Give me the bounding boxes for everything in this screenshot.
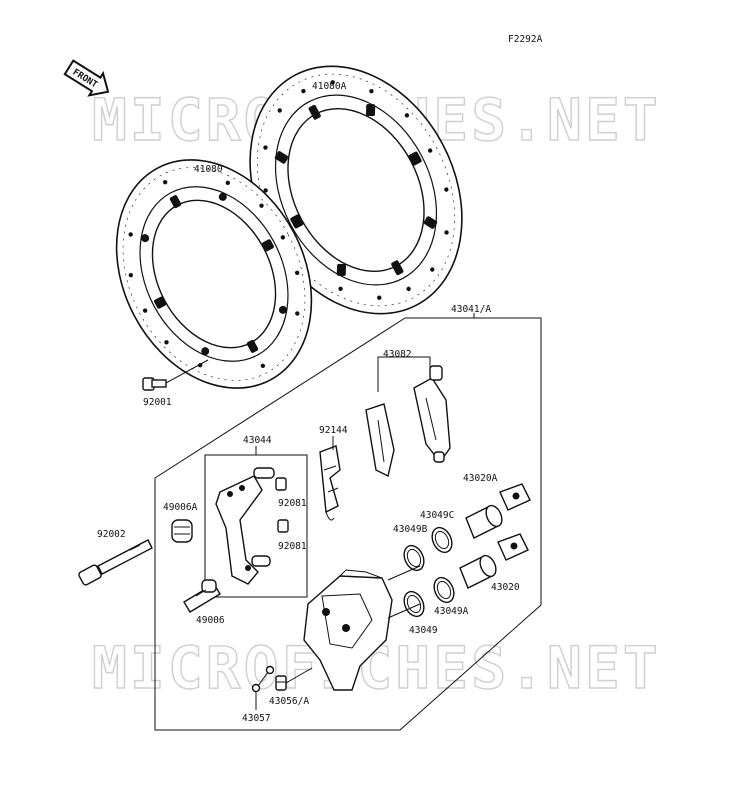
seal-c (431, 526, 453, 554)
label-bleed-cap: 43057 (242, 713, 271, 724)
label-pin-boot-2: 92081 (278, 541, 307, 552)
label-seal: 43049 (409, 625, 438, 636)
diagram-code: F2292A (508, 34, 543, 45)
seal (403, 590, 425, 618)
disc-bolt-part (142, 359, 209, 391)
seal-b (403, 544, 425, 572)
caliper-bracket (215, 467, 275, 585)
label-disc-front: 41080 (194, 164, 223, 175)
piston-a-part (465, 483, 531, 539)
label-caliper-bolt: 92002 (97, 529, 126, 540)
caliper-assembly-outline (154, 317, 542, 731)
label-bracket: 43044 (243, 435, 272, 446)
label-bleed-valve: 43056/A (269, 696, 309, 707)
label-disc-bolt: 92001 (143, 397, 172, 408)
label-pad-set: 43082 (383, 349, 412, 360)
label-piston: 43020 (491, 582, 520, 593)
label-seal-c: 43049C (420, 510, 454, 521)
caliper-bolt-part (78, 539, 153, 586)
label-pin-boot-1: 92081 (278, 498, 307, 509)
brake-pad-set (365, 356, 451, 478)
label-boot: 49006 (196, 615, 225, 626)
label-caliper-assy: 43041/A (451, 304, 491, 315)
bleed-valve-part (275, 667, 313, 691)
label-disc-rear: 41080A (312, 81, 347, 92)
caliper-body (303, 569, 393, 691)
piston-part (459, 533, 529, 589)
label-spring: 92144 (319, 425, 348, 436)
label-boot-a: 49006A (163, 502, 198, 513)
label-seal-b: 43049B (393, 524, 428, 535)
bleed-cap-part (251, 665, 275, 710)
brake-disc-front (115, 159, 313, 389)
label-seal-a: 43049A (434, 606, 469, 617)
seal-a (433, 576, 455, 604)
label-piston-a: 43020A (463, 473, 498, 484)
pin-boot-1 (275, 477, 287, 491)
boot-part (183, 579, 221, 613)
boot-a-part (171, 519, 193, 543)
pad-spring (319, 436, 341, 521)
pin-boot-2 (277, 519, 289, 533)
